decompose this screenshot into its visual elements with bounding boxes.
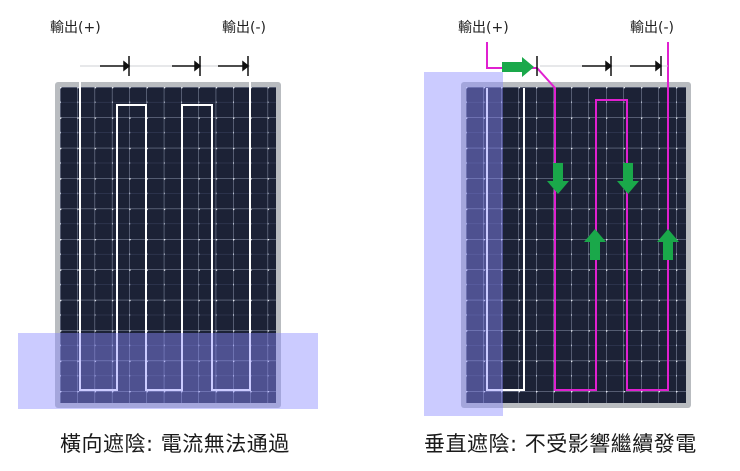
left-caption: 橫向遮陰: 電流無法通過 (60, 432, 290, 456)
left-string-wiring (79, 56, 251, 391)
right-shaded-string (486, 88, 525, 391)
right-panel-cells (466, 87, 686, 403)
green-current-arrow-icon (617, 163, 639, 194)
green-current-arrow-icon (547, 163, 569, 194)
left-output-minus-label: 輸出(-) (222, 20, 266, 36)
right-caption: 垂直遮陰: 不受影響繼續發電 (424, 432, 697, 456)
left-panel-cells (60, 87, 276, 403)
right-solar-panel (461, 82, 691, 408)
left-output-plus-label: 輸出(+) (50, 20, 101, 36)
green-current-arrow-icon (584, 229, 606, 260)
left-dimension-brackets (80, 56, 250, 76)
green-current-arrow-icon (657, 229, 679, 260)
right-dimension-brackets (536, 56, 668, 76)
green-current-arrow-icon (502, 57, 534, 77)
left-solar-panel (55, 82, 281, 408)
right-output-plus-label: 輸出(+) (458, 20, 509, 36)
left-horizontal-shade (18, 333, 318, 409)
right-white-line (486, 88, 525, 391)
current-arrows (502, 57, 679, 260)
left-string-line (79, 56, 251, 391)
right-output-minus-label: 輸出(-) (630, 20, 674, 36)
right-vertical-shade (424, 72, 503, 416)
